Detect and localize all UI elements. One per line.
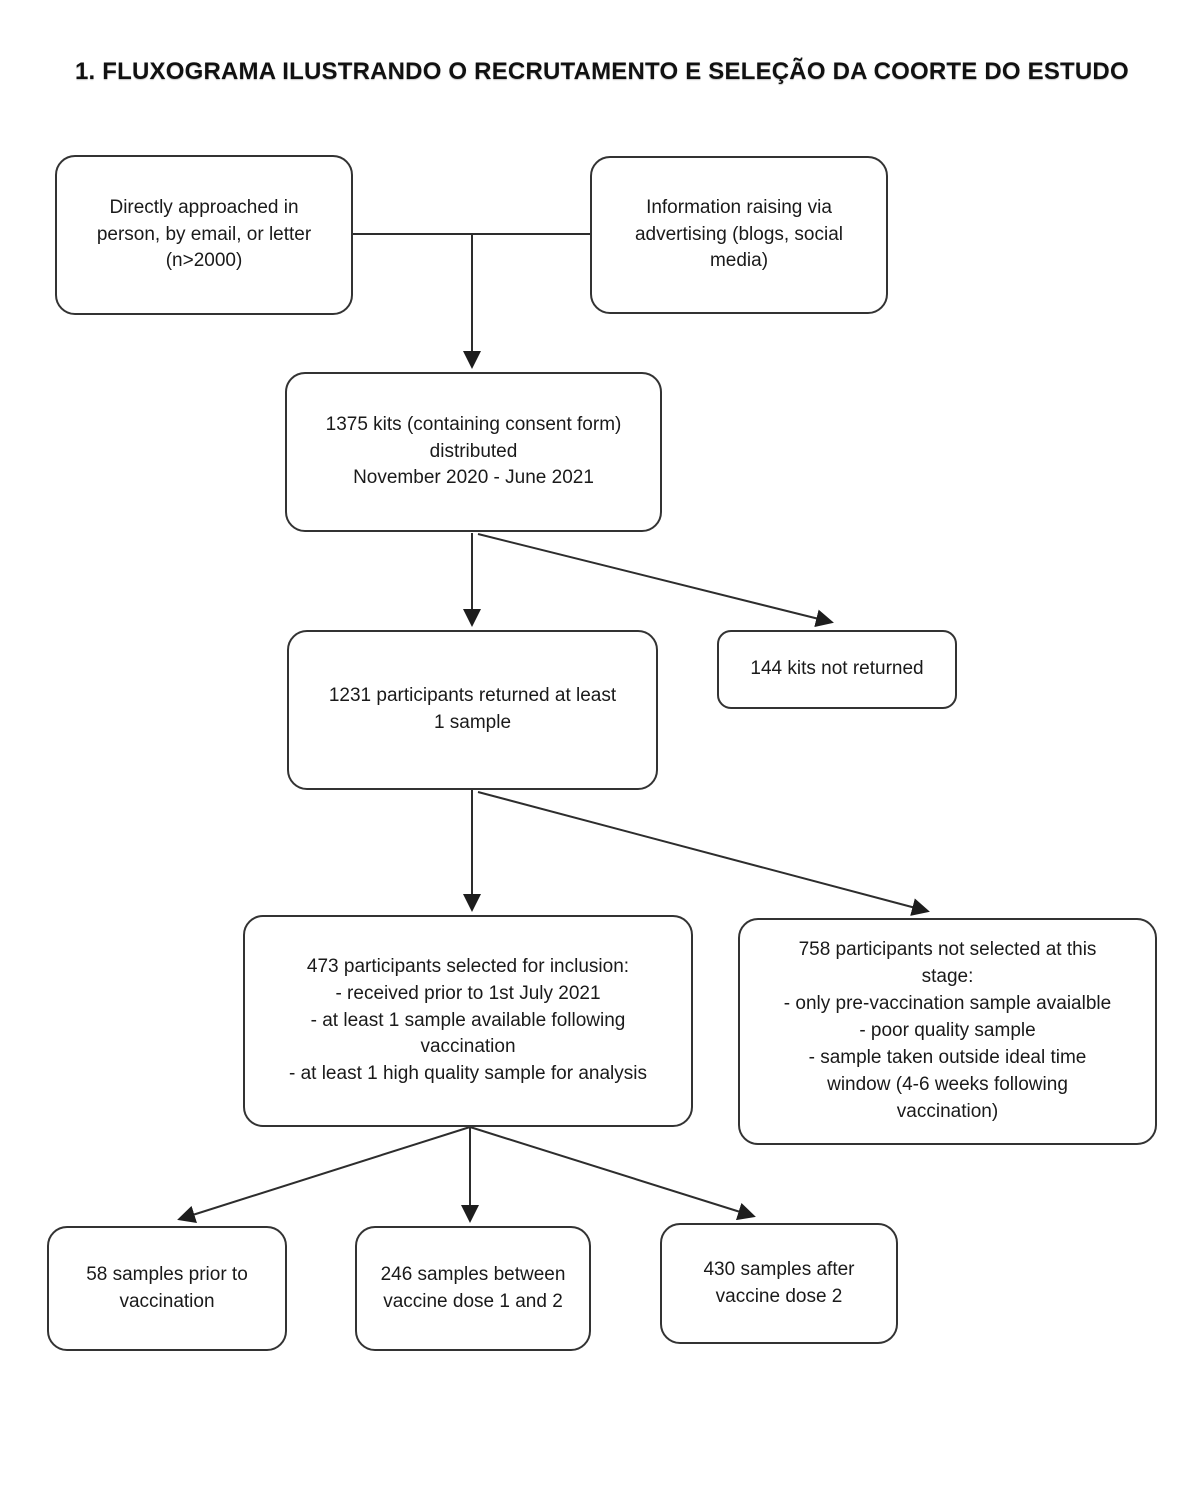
box-directly-approached-text: Directly approached in person, by email,…	[96, 196, 312, 272]
box-samples-after-text: 430 samples after vaccine dose 2	[703, 1258, 855, 1307]
connector-to-samples-after	[469, 1126, 756, 1221]
box-samples-between: 246 samples between vaccine dose 1 and 2	[355, 1226, 591, 1351]
box-returned-sample-text: 1231 participants returned at least 1 sa…	[328, 685, 617, 733]
box-directly-approached: Directly approached in person, by email,…	[55, 155, 353, 315]
box-kits-distributed: 1375 kits (containing consent form) dist…	[285, 372, 662, 532]
box-samples-prior: 58 samples prior to vaccination	[47, 1226, 287, 1351]
box-samples-between-text: 246 samples between vaccine dose 1 and 2	[380, 1263, 566, 1312]
box-kits-distributed-text: 1375 kits (containing consent form) dist…	[325, 413, 622, 489]
box-selected-text: 473 participants selected for inclusion:…	[288, 955, 647, 1085]
box-kits-not-returned: 144 kits not returned	[717, 630, 957, 709]
box-samples-prior-text: 58 samples prior to vaccination	[86, 1263, 248, 1312]
box-advertising: Information raising via advertising (blo…	[590, 156, 888, 314]
box-not-selected-text: 758 participants not selected at this st…	[783, 939, 1112, 1122]
connector-to-samples-prior	[177, 1126, 471, 1224]
box-kits-not-returned-text: 144 kits not returned	[750, 658, 924, 680]
flowchart-title: 1. FLUXOGRAMA ILUSTRANDO O RECRUTAMENTO …	[75, 58, 1129, 85]
box-selected: 473 participants selected for inclusion:…	[243, 915, 693, 1127]
connector-to-kits-not-returned	[477, 533, 834, 628]
box-not-selected: 758 participants not selected at this st…	[738, 918, 1157, 1145]
box-advertising-text: Information raising via advertising (blo…	[634, 196, 844, 272]
box-samples-after: 430 samples after vaccine dose 2	[660, 1223, 898, 1344]
box-returned-sample: 1231 participants returned at least 1 sa…	[287, 630, 658, 790]
connector-to-not-selected	[477, 791, 930, 916]
